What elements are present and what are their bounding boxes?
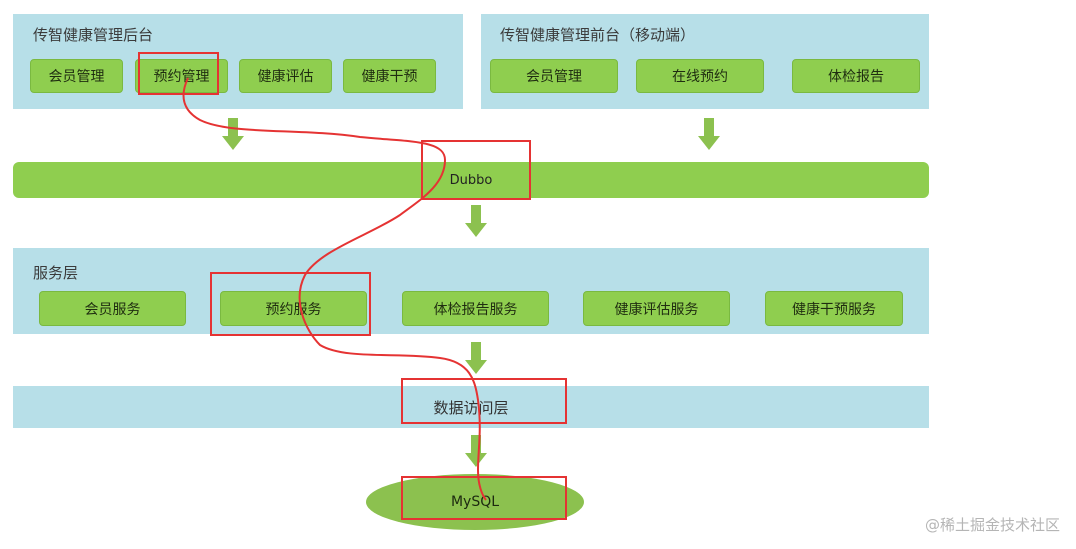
watermark: @稀土掘金技术社区 [924, 516, 1060, 534]
backend-health-assessment-button[interactable]: 健康评估 [239, 59, 332, 93]
backend-title: 传智健康管理后台 [33, 26, 154, 44]
service-layer-title: 服务层 [33, 264, 79, 282]
backend-health-intervention-button[interactable]: 健康干预 [343, 59, 436, 93]
service-layer-panel: 服务层 会员服务 预约服务 体检报告服务 健康评估服务 健康干预服务 [13, 248, 929, 334]
arrow-down-icon [465, 435, 487, 469]
highlight-box-data-access [401, 378, 567, 424]
highlight-box-dubbo [421, 140, 531, 200]
highlight-box-mysql [401, 476, 567, 520]
frontend-member-button[interactable]: 会员管理 [490, 59, 618, 93]
dubbo-label: Dubbo [449, 172, 493, 188]
highlight-box-appointment-management [138, 52, 219, 95]
data-access-label: 数据访问层 [433, 398, 509, 417]
frontend-panel: 传智健康管理前台（移动端） 会员管理 在线预约 体检报告 [481, 14, 929, 109]
dubbo-bar: Dubbo [13, 162, 929, 198]
service-health-assessment-button[interactable]: 健康评估服务 [583, 291, 730, 326]
service-appointment-button[interactable]: 预约服务 [220, 291, 367, 326]
service-report-button[interactable]: 体检报告服务 [402, 291, 549, 326]
backend-panel: 传智健康管理后台 会员管理 预约管理 健康评估 健康干预 [13, 14, 463, 109]
frontend-online-appointment-button[interactable]: 在线预约 [636, 59, 764, 93]
backend-member-button[interactable]: 会员管理 [30, 59, 123, 93]
backend-appointment-button[interactable]: 预约管理 [135, 59, 228, 93]
arrow-down-icon [465, 342, 487, 376]
service-member-button[interactable]: 会员服务 [39, 291, 186, 326]
arrow-down-icon [698, 118, 720, 152]
mysql-label: MySQL [450, 494, 500, 510]
service-health-intervention-button[interactable]: 健康干预服务 [765, 291, 903, 326]
arrow-down-icon [465, 205, 487, 239]
highlight-box-appointment-service [210, 272, 371, 336]
frontend-title: 传智健康管理前台（移动端） [500, 26, 696, 44]
data-access-layer: 数据访问层 [13, 386, 929, 428]
arrow-down-icon [222, 118, 244, 152]
frontend-report-button[interactable]: 体检报告 [792, 59, 920, 93]
